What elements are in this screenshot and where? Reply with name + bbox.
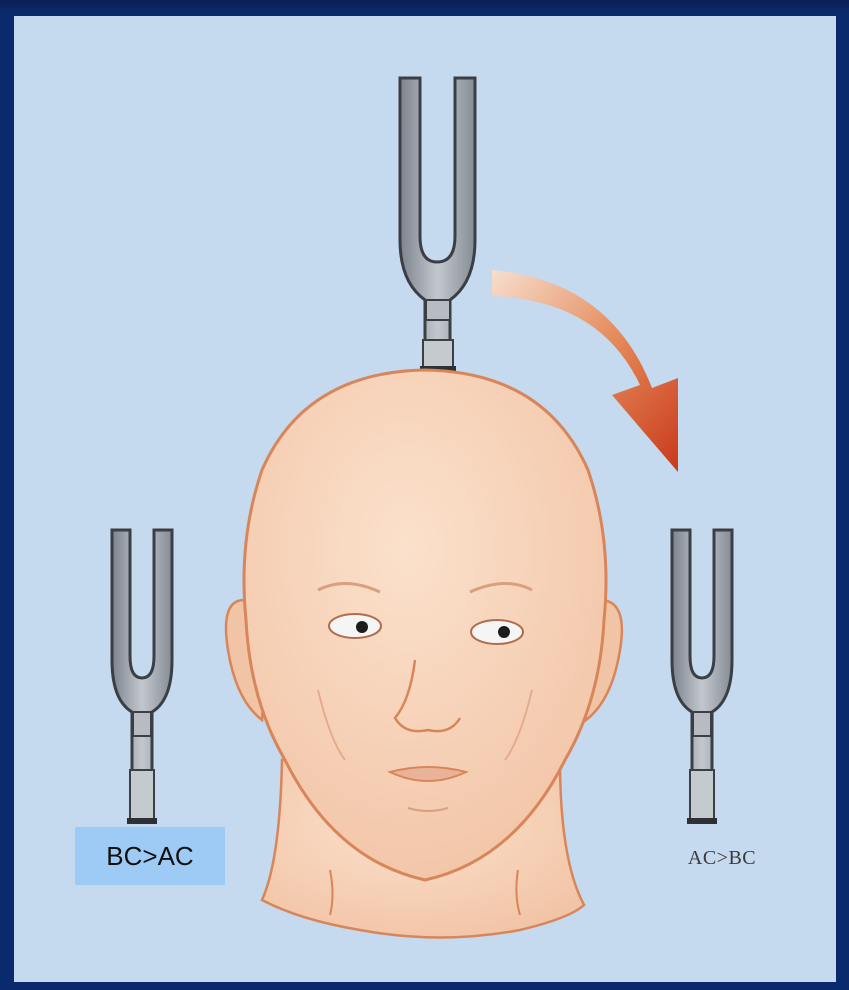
tuning-fork-icon: [400, 78, 475, 372]
tuning-fork-icon: [112, 530, 172, 824]
label-bc-greater-ac: BC>AC: [75, 827, 225, 885]
head-illustration: [226, 370, 622, 938]
label-ac-greater-bc: AC>BC: [662, 843, 782, 873]
tuning-fork-icon: [672, 530, 732, 824]
